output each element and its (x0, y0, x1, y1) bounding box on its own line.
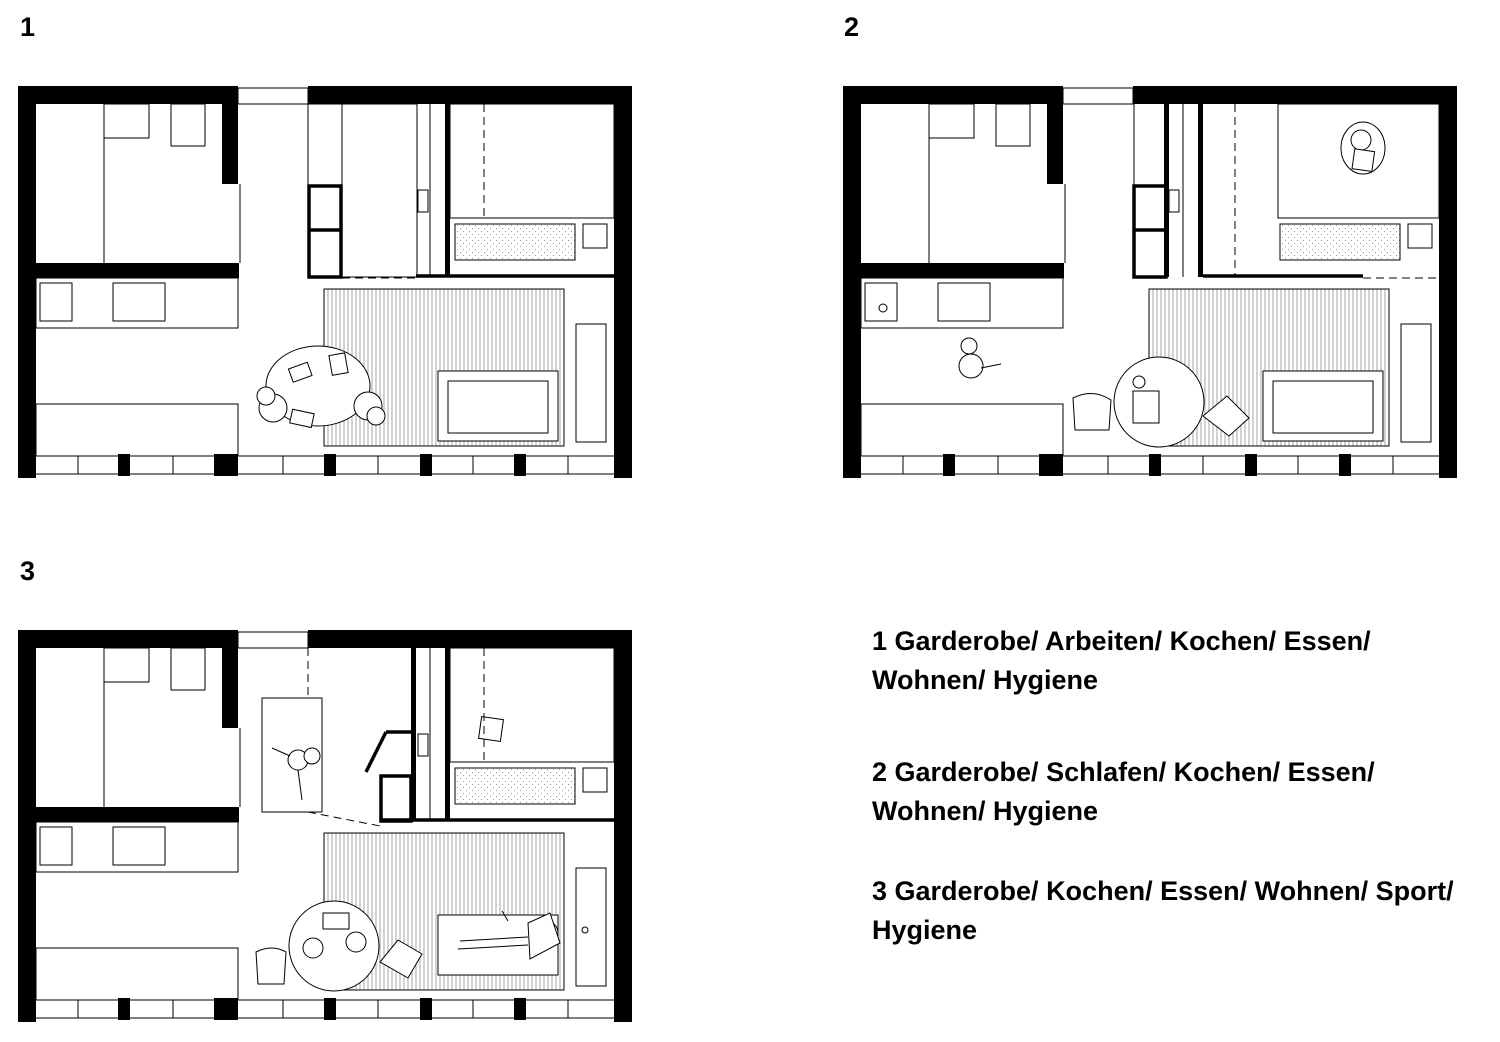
sink (39, 282, 73, 322)
floor-plan-3 (18, 630, 632, 1022)
floor-plan-2 (843, 86, 1457, 478)
kitchen-counter (860, 277, 1064, 329)
legend-line: 1 Garderobe/ Arbeiten/ Kochen/ Essen/ (872, 626, 1371, 656)
legend-item-1: 1 Garderobe/ Arbeiten/ Kochen/ Essen/ Wo… (872, 622, 1492, 700)
nightstand (582, 223, 608, 249)
entrance-door (237, 87, 309, 105)
person-reading (1340, 121, 1386, 175)
entrance-door (1062, 87, 1134, 105)
toilet (170, 103, 206, 147)
book (417, 189, 429, 213)
bedroom-wall (445, 104, 450, 277)
cooktop (112, 282, 166, 322)
workers-desk (256, 345, 386, 429)
plan-number-3: 3 (20, 556, 36, 586)
wardrobe (307, 103, 343, 278)
person-exercising (271, 747, 321, 801)
cooktop (937, 282, 991, 322)
legend-line: Hygiene (872, 915, 978, 945)
wall-north-left (18, 86, 238, 104)
person-lounging (457, 910, 561, 960)
legend-line: 2 Garderobe/ Schlafen/ Kochen/ Essen/ (872, 757, 1375, 787)
kitchen-counter (35, 277, 239, 329)
legend-line: Wohnen/ Hygiene (872, 665, 1099, 695)
plan-number-2: 2 (844, 12, 860, 42)
bath-wall-south (36, 263, 239, 278)
sofa (437, 370, 559, 442)
chair (1072, 393, 1112, 431)
washbasin (103, 103, 150, 139)
bed-mattress (454, 223, 576, 261)
bed-niche (449, 103, 615, 219)
side-shelf (575, 323, 607, 443)
chair (255, 947, 287, 985)
round-table (288, 900, 380, 992)
wall-west (18, 86, 36, 478)
legend-item-2: 2 Garderobe/ Schlafen/ Kochen/ Essen/ Wo… (872, 753, 1492, 831)
legend-line: Wohnen/ Hygiene (872, 796, 1099, 826)
floor-plan-1 (18, 86, 632, 478)
chair (1202, 395, 1250, 437)
entrance-door (237, 631, 309, 649)
desk-counter (35, 403, 239, 457)
toilet (995, 103, 1031, 147)
bed-niche (1277, 103, 1440, 219)
sink (864, 282, 898, 322)
bed-mattress (1279, 223, 1401, 261)
wall-east (614, 86, 632, 478)
stool (478, 716, 504, 742)
legend-item-3: 3 Garderobe/ Kochen/ Essen/ Wohnen/ Spor… (872, 872, 1492, 950)
chair (379, 939, 423, 979)
person-walking (958, 337, 1002, 379)
wall-north-right (308, 86, 632, 104)
legend-line: 3 Garderobe/ Kochen/ Essen/ Wohnen/ Spor… (872, 876, 1454, 906)
washbasin (928, 103, 975, 139)
plan-number-1: 1 (20, 12, 36, 42)
bath-wall-east (222, 104, 238, 184)
